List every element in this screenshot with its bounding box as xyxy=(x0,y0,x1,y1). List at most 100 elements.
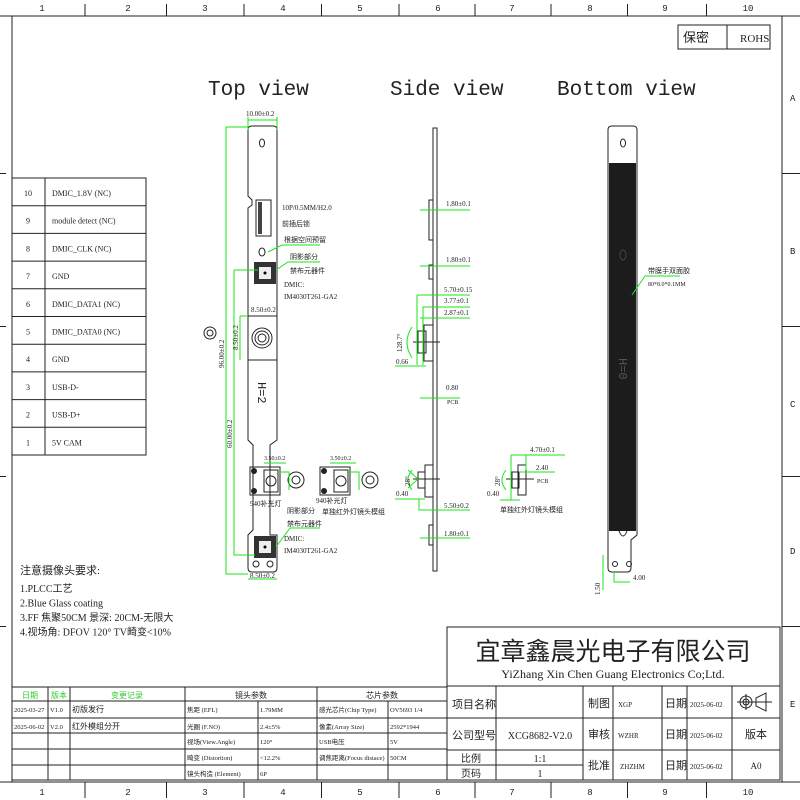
column-label-top: 3 xyxy=(202,4,207,14)
date-label-3: 日期 xyxy=(665,759,687,772)
table-header: 变更记录 xyxy=(111,690,143,700)
ir-dim-2: 3.50±0.2 xyxy=(330,456,351,462)
scale-value: 1:1 xyxy=(534,754,547,765)
column-label-bottom: 8 xyxy=(587,788,592,798)
table-cell: 50CM xyxy=(390,755,407,762)
pin-number: 6 xyxy=(26,300,30,309)
row-label: C xyxy=(790,400,796,410)
table-cell: 1.79MM xyxy=(260,707,283,714)
connector-spec: 10P/0.5MM/H2.0 xyxy=(282,204,332,212)
table-cell: OV5693 1/4 xyxy=(390,707,423,714)
side-dim-5: 2.87±0.1 xyxy=(444,309,469,317)
column-label-top: 4 xyxy=(280,4,285,14)
page-label: 页码 xyxy=(461,768,481,780)
pin-name: DMIC_DATA1 (NC) xyxy=(52,300,120,309)
approve-value: ZHZHM xyxy=(620,763,646,771)
side-dim-3: 5.70±0.15 xyxy=(444,286,473,294)
row-label: A xyxy=(790,94,796,104)
module-angle: 28° xyxy=(494,476,502,486)
table-cell: 初版发行 xyxy=(72,704,104,714)
top-width-dim: 10.00±0.2 xyxy=(246,110,275,118)
column-label-top: 5 xyxy=(357,4,362,14)
module-offset: 0.40 xyxy=(487,490,500,498)
pin-number: 7 xyxy=(26,272,30,281)
note-item: 1.PLCC工艺 xyxy=(20,583,73,595)
side-dim-8: 1.80±0.1 xyxy=(444,530,469,538)
table-cell: 120° xyxy=(260,739,273,746)
table-cell: 镜头构造 (Element) xyxy=(187,769,241,778)
version-label: 版本 xyxy=(745,727,767,741)
pin-number: 5 xyxy=(26,328,30,337)
column-label-bottom: 3 xyxy=(202,788,207,798)
table-cell: V2.0 xyxy=(50,724,63,731)
pin-number: 10 xyxy=(24,189,32,198)
row-label: D xyxy=(790,547,795,557)
ir-label-2: 940补光灯 xyxy=(316,496,348,505)
bottom-view-title: Bottom view xyxy=(557,79,696,102)
pin-name: 5V CAM xyxy=(52,438,82,447)
table-cell: 2592*1944 xyxy=(390,724,420,731)
drawn-label: 制图 xyxy=(588,697,610,710)
connector-note: 前插后锁 xyxy=(282,219,310,228)
column-label-top: 9 xyxy=(662,4,667,14)
check-value: WZHR xyxy=(618,732,639,740)
top-view-drawing xyxy=(203,117,379,580)
table-cell: 视场(View.Angle) xyxy=(187,737,235,746)
date-label-2: 日期 xyxy=(665,728,687,741)
module-dim-1: 4.70±0.1 xyxy=(530,446,555,454)
column-label-bottom: 5 xyxy=(357,788,362,798)
column-label-bottom: 1 xyxy=(39,788,44,798)
module-label: 单独红外灯镜头模组 xyxy=(500,505,563,514)
ir-angle: 28° xyxy=(404,476,412,486)
pin-name: USB-D+ xyxy=(52,411,81,420)
side-view-drawing xyxy=(395,127,565,572)
dmic-label-2: DMIC: xyxy=(284,535,304,543)
pin-name: GND xyxy=(52,355,70,364)
pin-number: 1 xyxy=(26,438,30,447)
pin-number: 4 xyxy=(26,355,30,364)
side-dim-7: 5.50±0.2 xyxy=(444,502,469,510)
table-cell: 调焦距离(Focus distace) xyxy=(319,753,385,762)
projection-symbol-icon xyxy=(737,692,772,712)
table-cell: 焦距 (EFL) xyxy=(187,705,218,714)
side-dim-2: 1.80±0.1 xyxy=(446,256,471,264)
height-mark-top: H=2 xyxy=(254,382,268,404)
approve-label: 批准 xyxy=(588,758,610,772)
side-dim-6: 0.66 xyxy=(396,358,409,366)
side-dim-1: 1.80±0.1 xyxy=(446,200,471,208)
pin-name: module detect (NC) xyxy=(52,217,116,226)
pin-name: DMIC_CLK (NC) xyxy=(52,244,112,253)
dmic-part-1: IM4030T261-GA2 xyxy=(284,293,338,301)
column-label-top: 1 xyxy=(39,4,44,14)
ir-offset: 0.40 xyxy=(396,490,409,498)
shade-note-2: 阴影部分 xyxy=(287,506,315,515)
table-header: 日期 xyxy=(22,691,38,700)
version-value: A0 xyxy=(751,761,762,771)
sheet-frame xyxy=(0,4,800,798)
pin-number: 9 xyxy=(26,217,30,226)
pcb-thickness: 0.80 xyxy=(446,384,459,392)
side-dim: 8.50±0.2 xyxy=(232,325,240,350)
company-name-en: YiZhang Xin Chen Guang Electronics Co;Lt… xyxy=(501,667,724,681)
model-label: 公司型号 xyxy=(452,728,496,742)
keepout-note-2: 禁布元器件 xyxy=(287,519,322,528)
table-cell: 光圈 (F.NO) xyxy=(187,722,220,731)
title-block: 宜章鑫晨光电子有限公司 YiZhang Xin Chen Guang Elect… xyxy=(446,626,781,781)
notes-title: 注意摄像头要求: xyxy=(20,563,100,577)
table-cell: 5V xyxy=(390,739,398,746)
dmic-label-1: DMIC: xyxy=(284,281,304,289)
pin-name: DMIC_1.8V (NC) xyxy=(52,189,111,198)
lens-dim: 8.50±0.2 xyxy=(251,306,276,314)
reserve-note: 根据空间预留 xyxy=(284,235,326,244)
drawn-value: XGP xyxy=(618,701,632,709)
bottom-dim-2: 1.50 xyxy=(594,582,602,595)
date-value-3: 2025-06-02 xyxy=(690,763,723,771)
table-header: 镜头参数 xyxy=(235,690,267,700)
pin-number: 2 xyxy=(26,411,30,420)
column-label-top: 7 xyxy=(509,4,514,14)
table-header: 版本 xyxy=(51,690,67,700)
module-dim-2: 2.40 xyxy=(536,464,549,472)
bottom-dim-1: 4.00 xyxy=(633,574,646,582)
